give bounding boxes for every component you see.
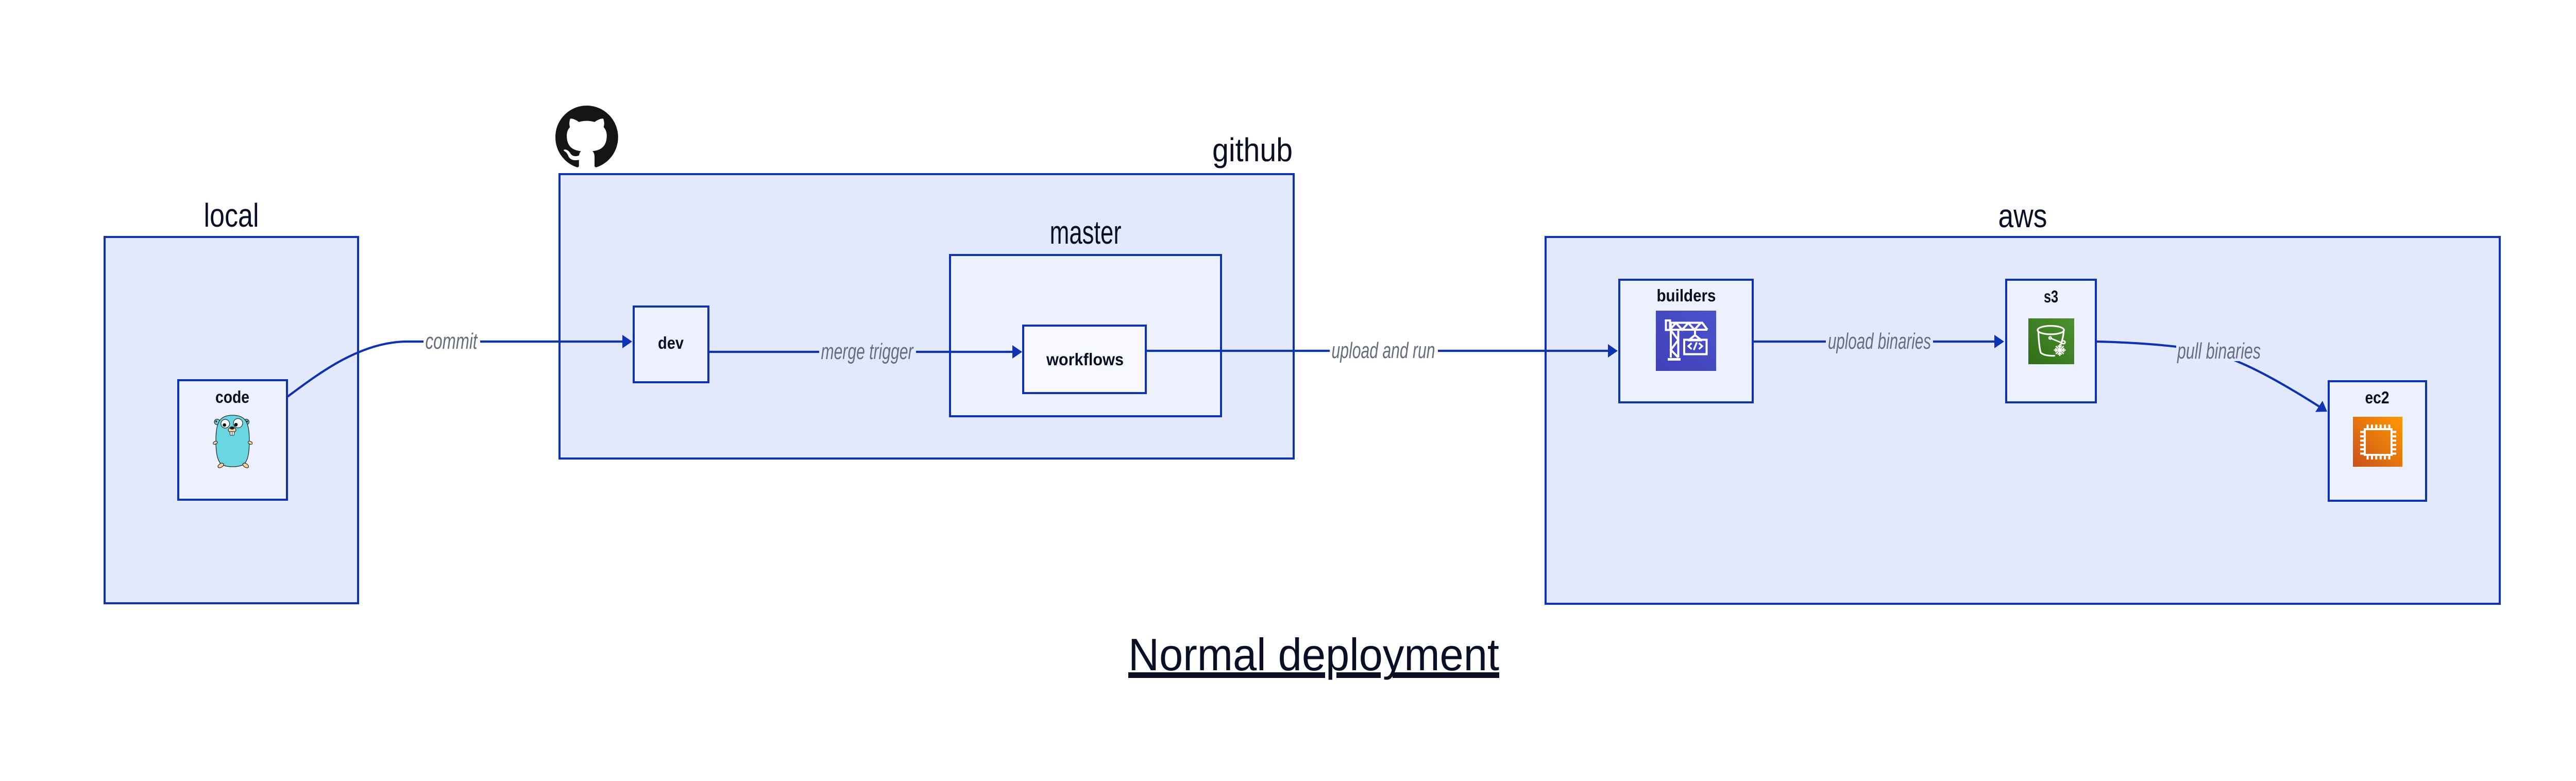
- svg-text:builders: builders: [1657, 286, 1716, 305]
- svg-text:local: local: [204, 197, 259, 234]
- svg-text:upload binaries: upload binaries: [1828, 329, 1931, 354]
- svg-text:dev: dev: [658, 333, 684, 352]
- svg-text:workflows: workflows: [1046, 350, 1124, 369]
- svg-text:Normal deployment: Normal deployment: [1128, 629, 1499, 680]
- svg-text:master: master: [1050, 214, 1122, 251]
- svg-text:code: code: [215, 387, 249, 406]
- svg-text:commit: commit: [426, 329, 478, 354]
- svg-text:pull binaries: pull binaries: [2177, 338, 2261, 364]
- svg-text:ec2: ec2: [2365, 388, 2389, 407]
- svg-text:merge trigger: merge trigger: [821, 339, 914, 364]
- svg-text:s3: s3: [2044, 287, 2058, 306]
- svg-text:github: github: [1212, 131, 1293, 168]
- svg-text:aws: aws: [1998, 197, 2047, 234]
- svg-text:upload and run: upload and run: [1332, 338, 1435, 363]
